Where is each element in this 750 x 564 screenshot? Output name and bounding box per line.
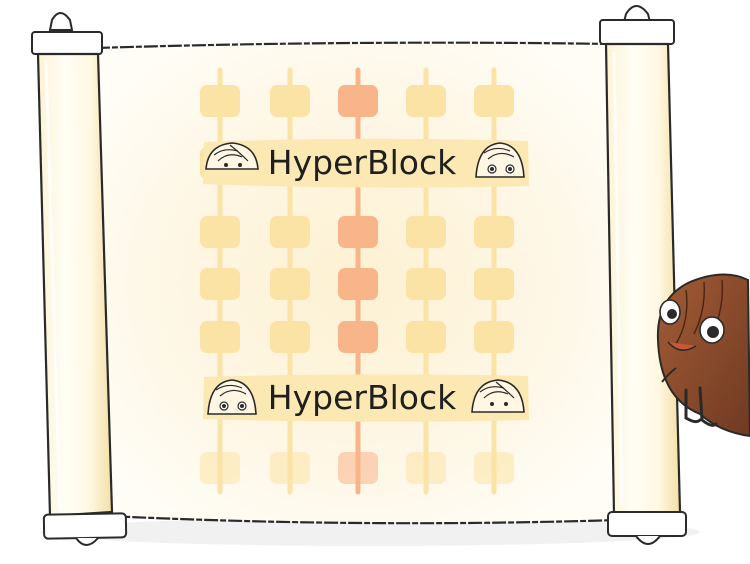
hyperblock-block-highlighted xyxy=(338,452,378,484)
peeking-face-icon xyxy=(207,379,257,415)
hyperblock-block xyxy=(406,321,446,353)
hyperblock-block xyxy=(200,452,240,484)
hyperblock-block xyxy=(200,268,240,300)
hyperblock-block xyxy=(406,268,446,300)
hyperblock-block xyxy=(270,452,310,484)
scroll-roll-left xyxy=(31,12,128,546)
hyperblock-block-highlighted xyxy=(338,321,378,353)
peeking-face-icon xyxy=(205,142,259,170)
hyperblock-block xyxy=(200,321,240,353)
ground-shadow xyxy=(40,518,700,546)
scroll-roll-right xyxy=(599,5,687,545)
peeking-face-icon xyxy=(475,142,525,178)
hyperblock-block-highlighted xyxy=(338,268,378,300)
hyperblock-block-highlighted xyxy=(338,85,378,117)
hyperblock-block xyxy=(200,85,240,117)
hyperblock-block xyxy=(474,452,514,484)
banner-bottom: HyperBlock xyxy=(203,374,529,422)
peeking-face-icon xyxy=(471,379,525,413)
hyperblock-block xyxy=(474,321,514,353)
hyperblock-block xyxy=(474,85,514,117)
hyperblock-block xyxy=(270,268,310,300)
hyperblock-block xyxy=(270,321,310,353)
peeking-character-icon xyxy=(656,273,750,438)
hyperblock-block xyxy=(406,452,446,484)
hyperblock-block xyxy=(270,85,310,117)
banner-label-bottom: HyperBlock xyxy=(268,378,457,417)
hyperblock-block xyxy=(200,216,240,248)
hyperblock-block xyxy=(270,216,310,248)
banner-label-top: HyperBlock xyxy=(268,143,457,182)
hyperblock-block-highlighted xyxy=(338,216,378,248)
hyperblock-block xyxy=(474,268,514,300)
hyperblock-block xyxy=(406,216,446,248)
banner-top: HyperBlock xyxy=(203,138,529,188)
hyperblock-block xyxy=(406,85,446,117)
hyperblock-block xyxy=(474,216,514,248)
